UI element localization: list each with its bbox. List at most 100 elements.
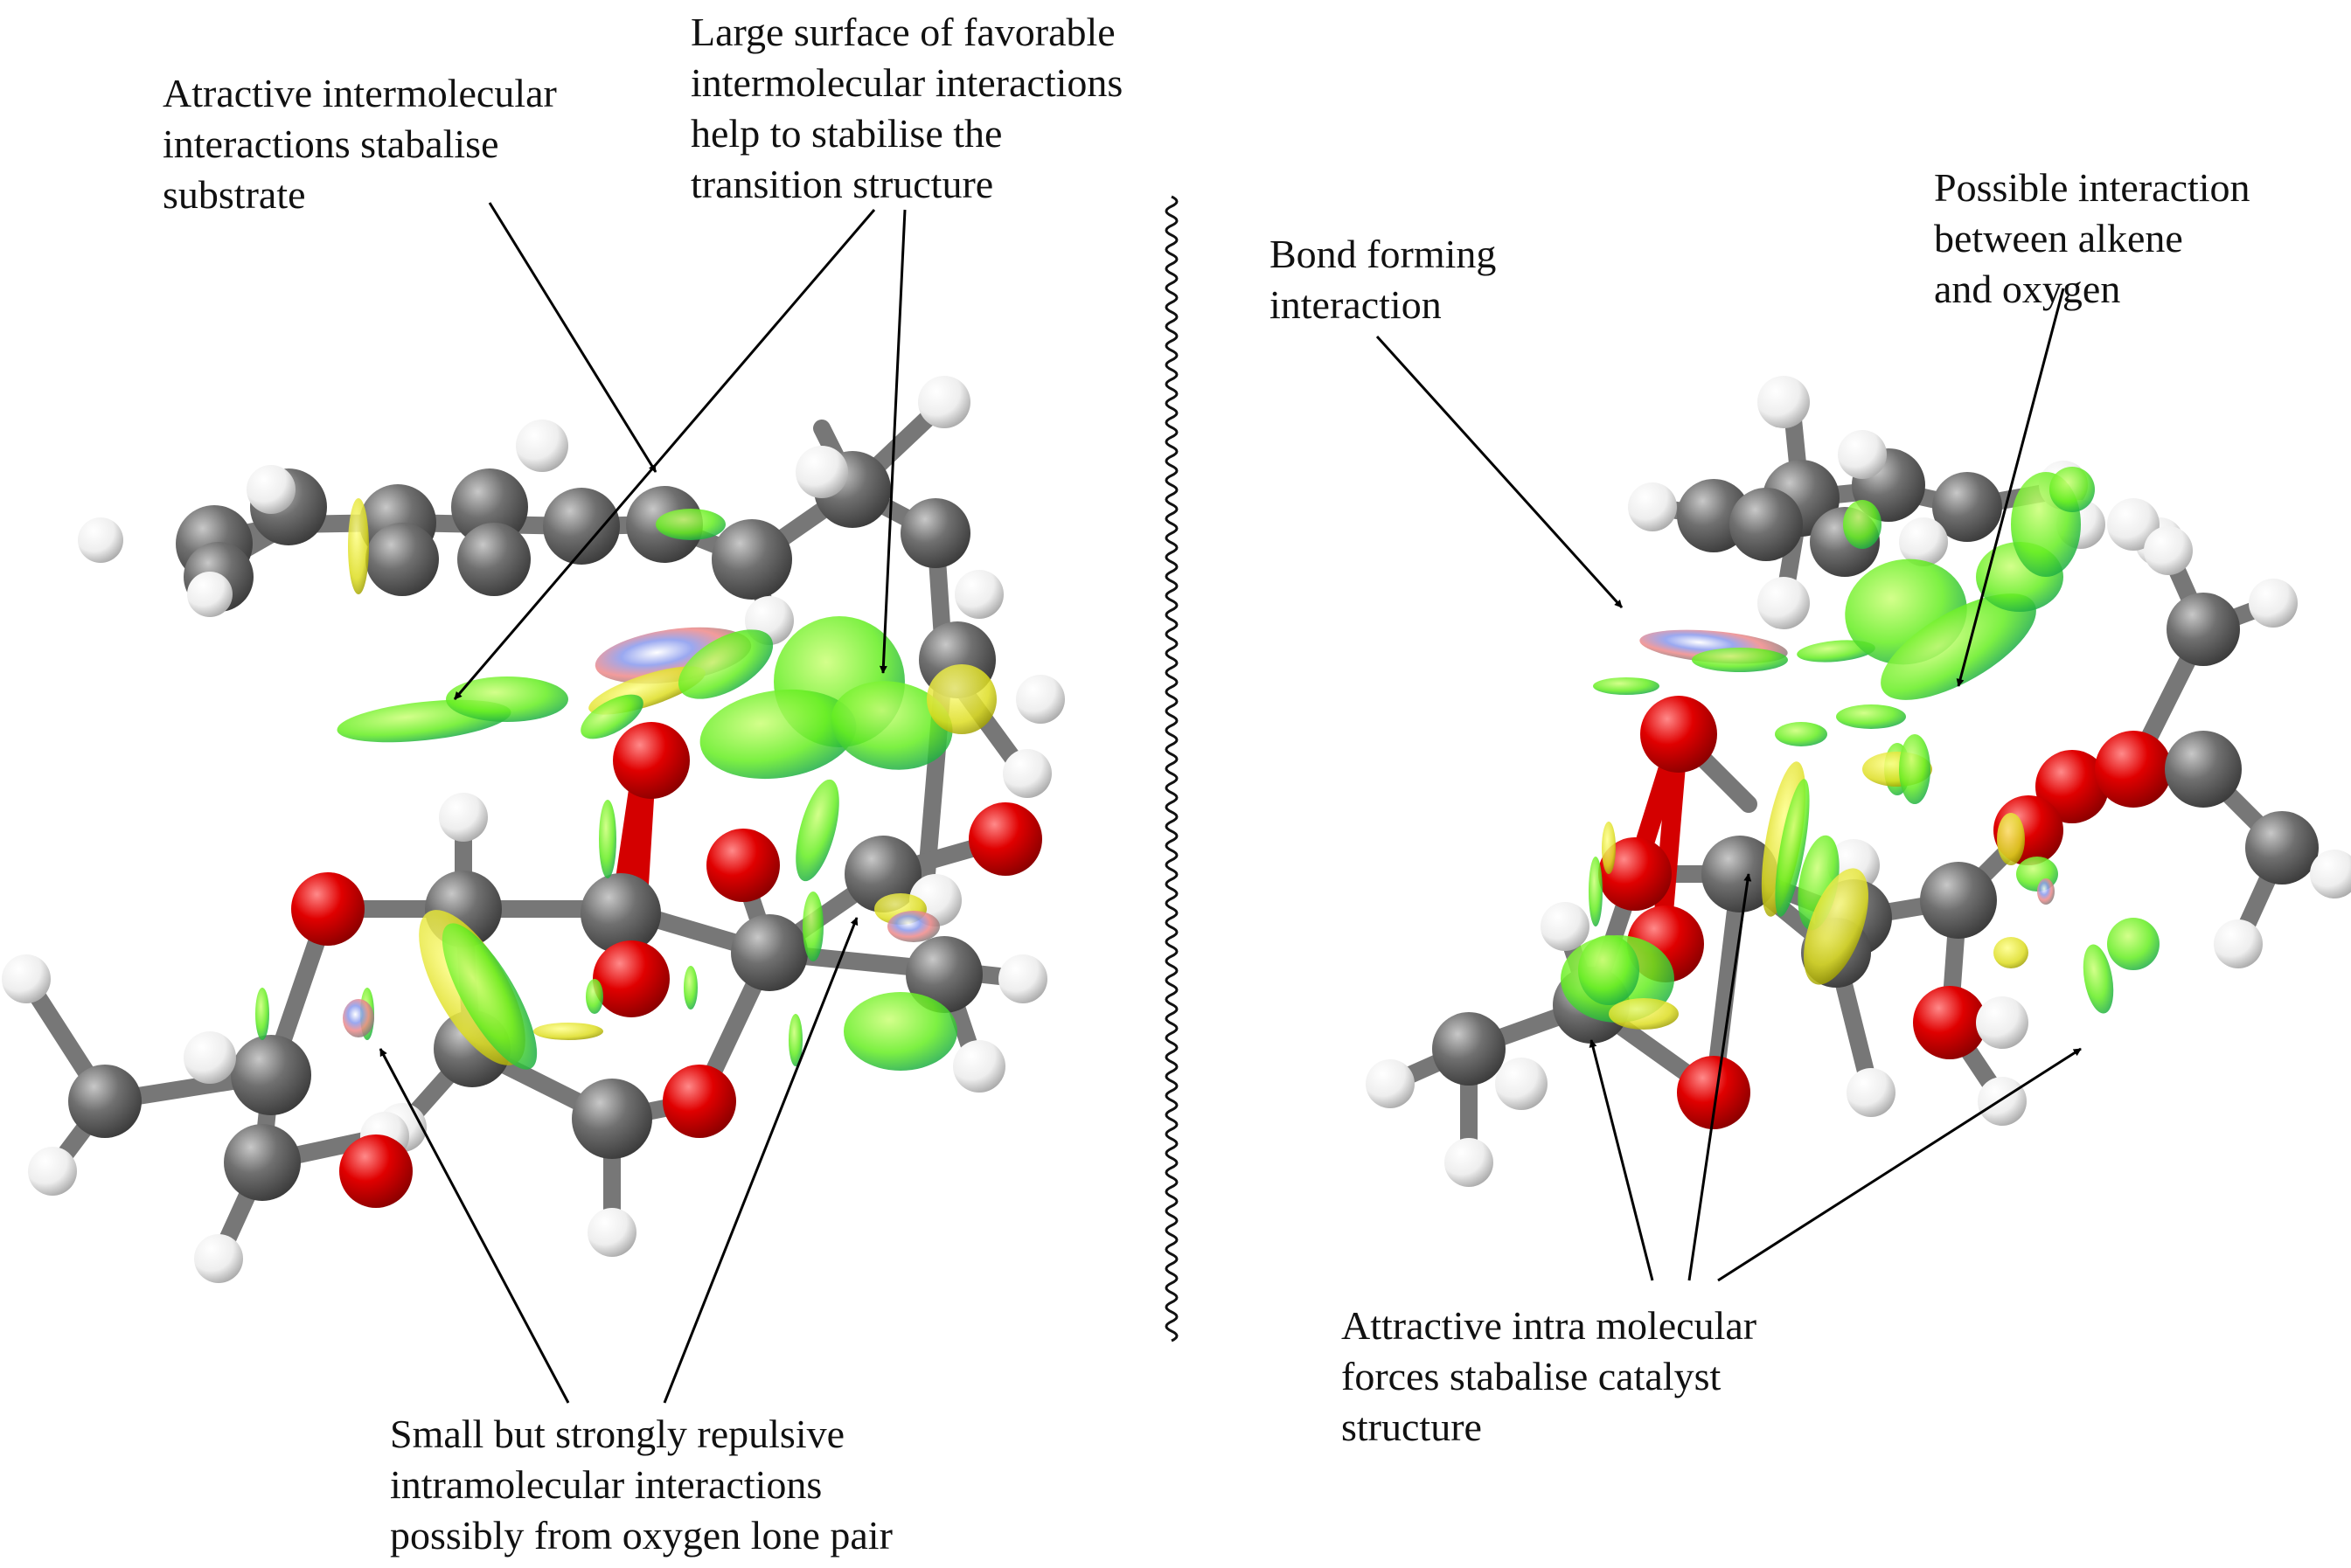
carbon-atom <box>581 873 661 954</box>
attractive-surface <box>1775 779 1810 917</box>
repulsive-surface <box>2037 878 2055 905</box>
label-line: interactions stabalise <box>163 121 499 166</box>
oxygen-atom <box>1640 696 1717 773</box>
label-line: transition structure <box>691 162 994 206</box>
molecular-models <box>2 376 2351 1283</box>
hydrogen-atom <box>1847 1068 1895 1117</box>
attractive-surface <box>446 676 568 722</box>
hydrogen-atom <box>1366 1059 1415 1108</box>
carbon-atom <box>731 914 808 991</box>
weak-surface <box>1609 998 1679 1030</box>
hydrogen-atom <box>439 793 488 842</box>
hydrogen-atom <box>1003 749 1052 798</box>
label-line: interaction <box>1269 282 1442 327</box>
hydrogen-atom <box>1757 376 1810 428</box>
attractive-surface <box>1843 500 1881 549</box>
annotation-arrow <box>1375 335 1624 609</box>
hydrogen-atom <box>955 570 1004 619</box>
carbon-atom <box>224 1124 301 1201</box>
carbon-atom <box>2167 593 2240 666</box>
hydrogen-atom <box>247 465 296 514</box>
carbon-atom <box>1432 1012 1506 1086</box>
hydrogen-atom <box>1444 1138 1493 1187</box>
label-line: intramolecular interactions <box>390 1462 823 1507</box>
oxygen-atom <box>1677 1056 1750 1129</box>
hydrogen-atom <box>1899 517 1948 566</box>
label-line: and oxygen <box>1934 267 2121 311</box>
attractive-surface <box>1589 857 1603 926</box>
attractive-surface <box>1593 677 1659 695</box>
attractive-surface <box>699 689 857 780</box>
label-line: forces stabalise catalyst <box>1341 1354 1722 1398</box>
oxygen-atom <box>593 940 670 1017</box>
attractive-surface <box>442 923 538 1070</box>
wavy-divider <box>1165 195 1179 1343</box>
label-bond-forming: Bond forming interaction <box>1269 229 1496 330</box>
attractive-surface <box>803 892 824 961</box>
weak-surface <box>1804 868 1868 985</box>
attractive-surface <box>581 694 643 739</box>
carbon-atom <box>572 1079 652 1159</box>
hydrogen-atom <box>2310 850 2351 898</box>
label-line: Bond forming <box>1269 232 1497 276</box>
label-line: between alkene <box>1934 216 2183 260</box>
carbon-atom <box>1729 488 1803 561</box>
weak-surface <box>1997 813 2025 865</box>
attractive-surface <box>844 992 957 1071</box>
annotation-arrow <box>379 1048 570 1404</box>
hydrogen-atom <box>516 420 568 472</box>
oxygen-atom <box>2095 731 2172 808</box>
oxygen-atom <box>706 829 780 902</box>
annotation-arrow <box>1589 1039 1654 1281</box>
carbon-atom <box>2245 811 2319 885</box>
attractive-surface <box>1836 704 1906 729</box>
hydrogen-atom <box>1976 996 2028 1049</box>
annotation-arrows <box>379 202 2082 1404</box>
hydrogen-atom <box>184 1031 236 1084</box>
attractive-surface <box>1692 648 1788 672</box>
carbon-atom <box>1701 836 1778 912</box>
label-line: structure <box>1341 1405 1482 1449</box>
annotation-arrow <box>663 917 859 1404</box>
attractive-surface <box>831 681 953 770</box>
oxygen-atom <box>969 802 1042 876</box>
label-alkene-oxygen: Possible interaction between alkene and … <box>1934 163 2250 315</box>
weak-surface <box>927 664 997 734</box>
attractive-surface <box>599 800 616 878</box>
oxygen-atom <box>339 1134 413 1208</box>
carbon-atom <box>712 519 792 600</box>
carbon-atom <box>901 498 970 568</box>
label-catalyst-stabilisation: Attractive intra molecular forces stabal… <box>1341 1301 1756 1453</box>
hydrogen-atom <box>953 1040 1005 1093</box>
oxygen-atom <box>1913 986 1986 1059</box>
label-repulsive-interactions: Small but strongly repulsive intramolecu… <box>390 1409 893 1561</box>
oxygen-atom <box>1598 837 1672 911</box>
attractive-surface <box>2049 467 2095 512</box>
carbon-atom <box>1920 862 1997 939</box>
hydrogen-atom <box>1838 430 1887 479</box>
hydrogen-atom <box>796 446 848 498</box>
hydrogen-atom <box>194 1234 243 1283</box>
attractive-surface <box>1881 593 2036 700</box>
oxygen-atom <box>2035 750 2109 823</box>
weak-surface <box>348 498 369 594</box>
hydrogen-atom <box>2144 526 2193 575</box>
carbon-atom <box>845 836 922 912</box>
annotation-arrow <box>1717 1047 2082 1282</box>
hydrogen-atom <box>998 954 1047 1003</box>
attractive-surface <box>1899 734 1930 804</box>
hydrogen-atom <box>1978 1077 2027 1126</box>
label-line: help to stabilise the <box>691 111 1003 156</box>
carbon-atom <box>457 523 531 596</box>
annotation-arrow <box>1956 288 2065 687</box>
attractive-surface <box>255 988 269 1040</box>
annotation-arrow <box>879 209 907 674</box>
label-line: possibly from oxygen lone pair <box>390 1513 893 1558</box>
oxygen-atom <box>291 872 365 946</box>
hydrogen-atom <box>1016 675 1065 724</box>
repulsive-surface <box>887 911 940 942</box>
label-line: Possible interaction <box>1934 165 2250 210</box>
hydrogen-atom <box>2 954 51 1003</box>
attractive-surface <box>656 509 726 540</box>
